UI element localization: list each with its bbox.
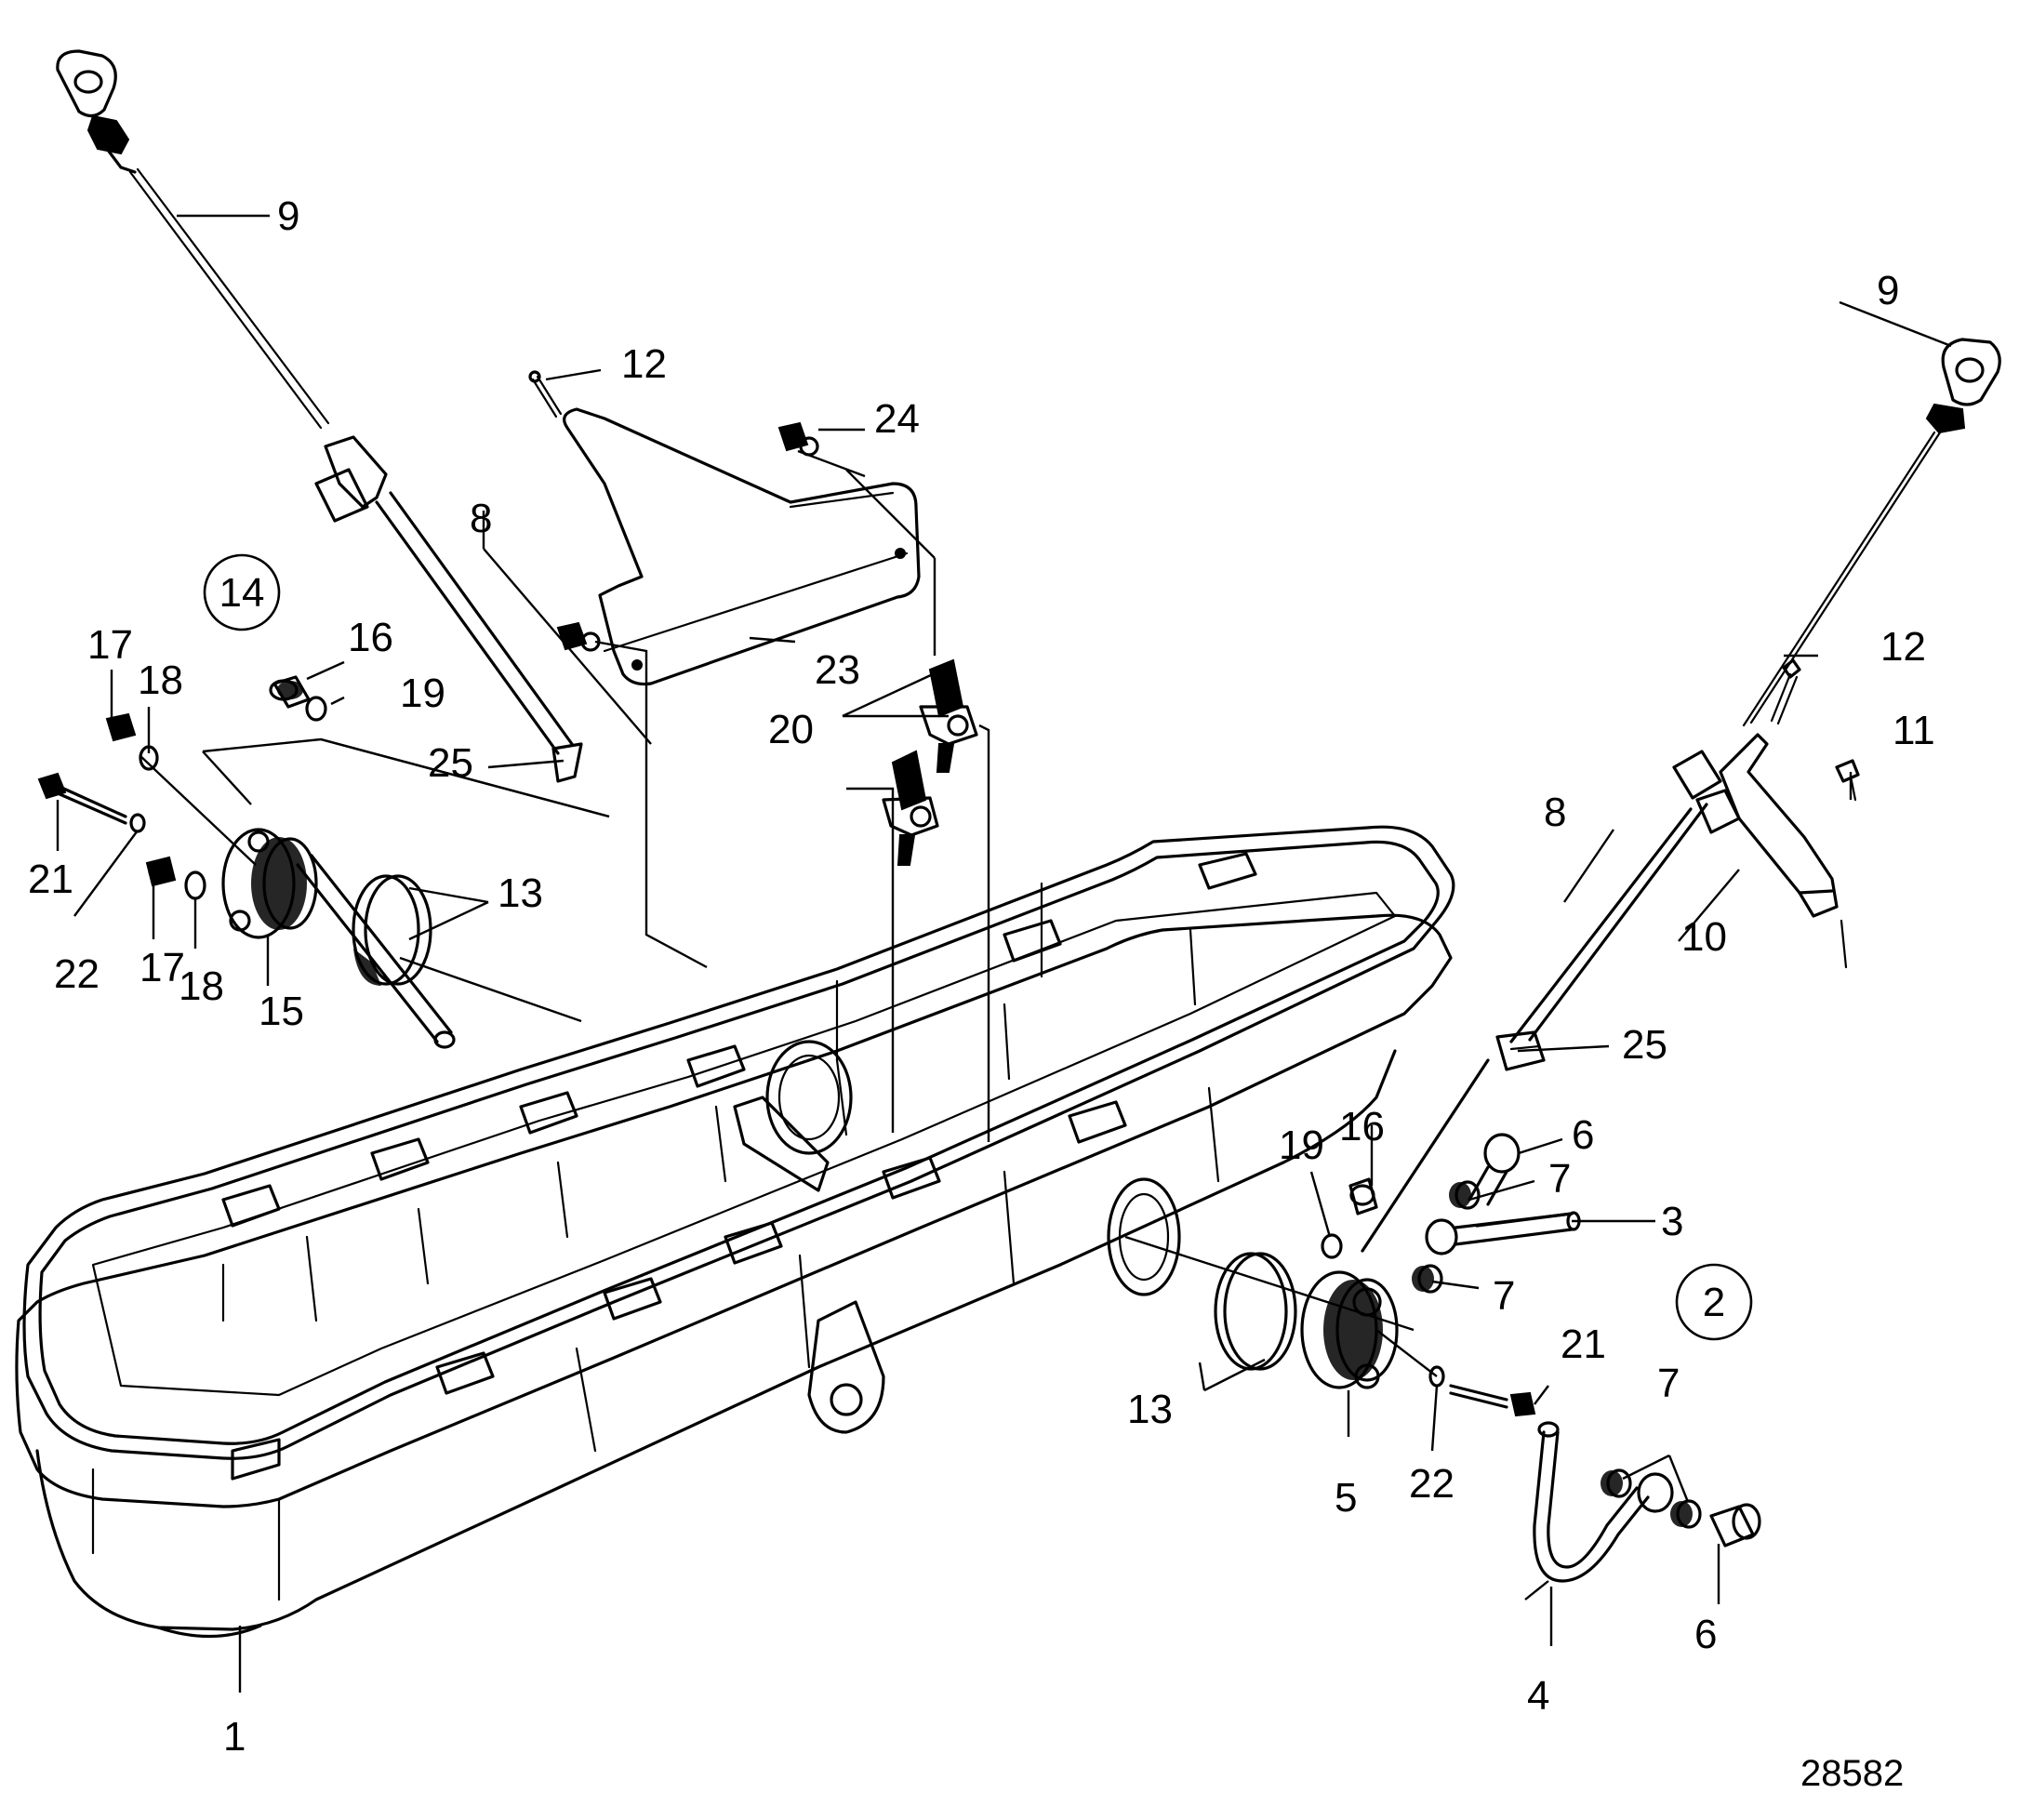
screw-11 — [1835, 759, 1860, 802]
oil-strainer-flaps — [882, 658, 978, 866]
washer-22-left — [129, 813, 146, 833]
callout-7-bottom: 7 — [1657, 1361, 1680, 1406]
dipstick-right — [1742, 338, 2001, 727]
callout-21-right: 21 — [1561, 1322, 1606, 1367]
callout-2: 2 — [1703, 1280, 1725, 1325]
callout-18-bottom: 18 — [179, 963, 224, 1009]
callout-5: 5 — [1335, 1475, 1357, 1521]
callout-labels: 9 9 12 24 8 23 20 17 18 16 19 25 21 22 1… — [28, 193, 1935, 1794]
callout-6-bottom: 6 — [1694, 1612, 1717, 1657]
nut-24 — [777, 421, 819, 457]
callout-9-left: 9 — [277, 193, 299, 239]
callout-17-top: 17 — [87, 622, 133, 668]
seal-left — [352, 874, 432, 986]
callout-19-left: 19 — [400, 671, 445, 716]
plug-17-bottom — [145, 856, 177, 887]
callout-2-ring — [1675, 1263, 1753, 1341]
washer-7-mid — [1412, 1264, 1443, 1294]
bolt-3 — [1475, 1212, 1574, 1228]
callout-6-top: 6 — [1572, 1112, 1594, 1158]
callout-11: 11 — [1893, 708, 1935, 753]
callout-8-left: 8 — [470, 496, 492, 541]
banjo-body — [1425, 1211, 1581, 1255]
dipstick-left — [56, 49, 330, 430]
callout-16-left: 16 — [348, 615, 393, 660]
plug-16-left — [269, 675, 311, 709]
callout-16-right: 16 — [1339, 1104, 1385, 1149]
callout-21-left: 21 — [28, 857, 73, 902]
plug-16-right — [1348, 1177, 1378, 1216]
washer-19-right — [1321, 1233, 1343, 1259]
callout-18-top: 18 — [138, 658, 183, 703]
bracket — [563, 407, 921, 686]
leader-lines — [56, 214, 1952, 1693]
callout-12-right: 12 — [1880, 624, 1926, 670]
screw-12-right — [1770, 658, 1801, 725]
oil-pipe-4 — [1533, 1421, 1674, 1583]
callout-25-right: 25 — [1622, 1022, 1667, 1068]
bracket-10 — [1719, 733, 1848, 969]
callout-20: 20 — [768, 707, 814, 752]
washer-7-top — [1449, 1180, 1481, 1210]
washer-19-left — [305, 696, 327, 722]
adapter-right-5 — [1300, 1270, 1399, 1389]
callout-10: 10 — [1681, 914, 1727, 960]
screw-12-top — [528, 370, 563, 418]
callout-14: 14 — [219, 570, 265, 616]
callout-17-bottom: 17 — [139, 945, 185, 990]
banjo-bolt-6-bottom — [1709, 1503, 1761, 1548]
plug-17-top — [105, 712, 137, 742]
callout-9-right: 9 — [1877, 268, 1899, 313]
dipstick-tube-right — [1361, 750, 1741, 1253]
callout-7-top: 7 — [1548, 1156, 1571, 1202]
dipstick-tube-left — [314, 435, 583, 783]
callout-13-right: 13 — [1127, 1387, 1173, 1432]
bolt-21-right — [1449, 1384, 1536, 1417]
callout-24: 24 — [874, 396, 920, 442]
callout-13-left: 13 — [498, 870, 543, 916]
callout-8-right: 8 — [1544, 790, 1566, 835]
callout-22-left: 22 — [54, 951, 100, 997]
callout-14-ring — [203, 553, 281, 631]
drawing-number: 28582 — [1800, 1753, 1904, 1794]
bolt-21-left — [37, 772, 127, 825]
callout-3: 3 — [1661, 1199, 1683, 1244]
oil-pan — [15, 825, 1455, 1639]
callout-4: 4 — [1527, 1673, 1549, 1719]
nut-23-lower — [556, 621, 601, 652]
callout-19-right: 19 — [1279, 1123, 1324, 1168]
callout-12-top: 12 — [621, 341, 667, 387]
seal-13-right — [1214, 1252, 1297, 1371]
callout-23: 23 — [815, 647, 860, 693]
callout-25-left: 25 — [428, 740, 473, 786]
washer-7-bottom-b — [1670, 1499, 1702, 1529]
callout-22-right: 22 — [1409, 1461, 1454, 1507]
washer-18-bottom — [184, 870, 206, 900]
callout-15: 15 — [259, 989, 304, 1034]
washer-7-bottom-a — [1601, 1468, 1632, 1498]
callout-1: 1 — [223, 1714, 246, 1760]
banjo-6-top — [1468, 1133, 1521, 1206]
callout-7-mid: 7 — [1493, 1273, 1515, 1319]
